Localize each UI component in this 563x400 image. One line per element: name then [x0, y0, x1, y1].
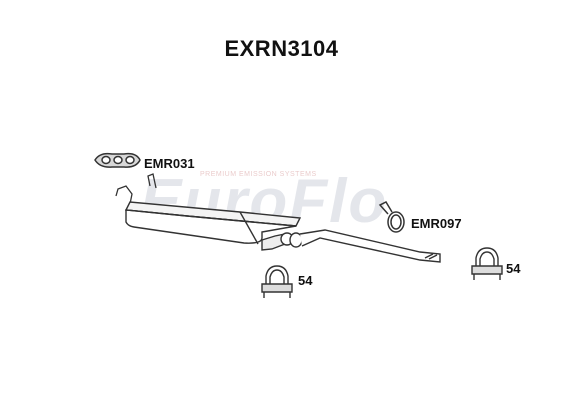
part-label-clamp-2: 54 [506, 261, 521, 276]
ring-clamp-icon [378, 201, 405, 233]
silencer-box [124, 201, 302, 245]
gasket-icon [94, 152, 141, 168]
tail-pipe [261, 229, 441, 263]
u-clamp-icon [471, 247, 503, 280]
watermark-tagline: PREMIUM EMISSION SYSTEMS [200, 171, 317, 178]
u-clamp-icon [261, 265, 293, 298]
hanger-bracket [115, 173, 157, 205]
part-label-emr031: EMR031 [144, 156, 195, 171]
part-label-clamp-1: 54 [298, 273, 313, 288]
part-number-title: EXRN3104 [224, 36, 339, 61]
part-label-emr097: EMR097 [411, 216, 462, 231]
